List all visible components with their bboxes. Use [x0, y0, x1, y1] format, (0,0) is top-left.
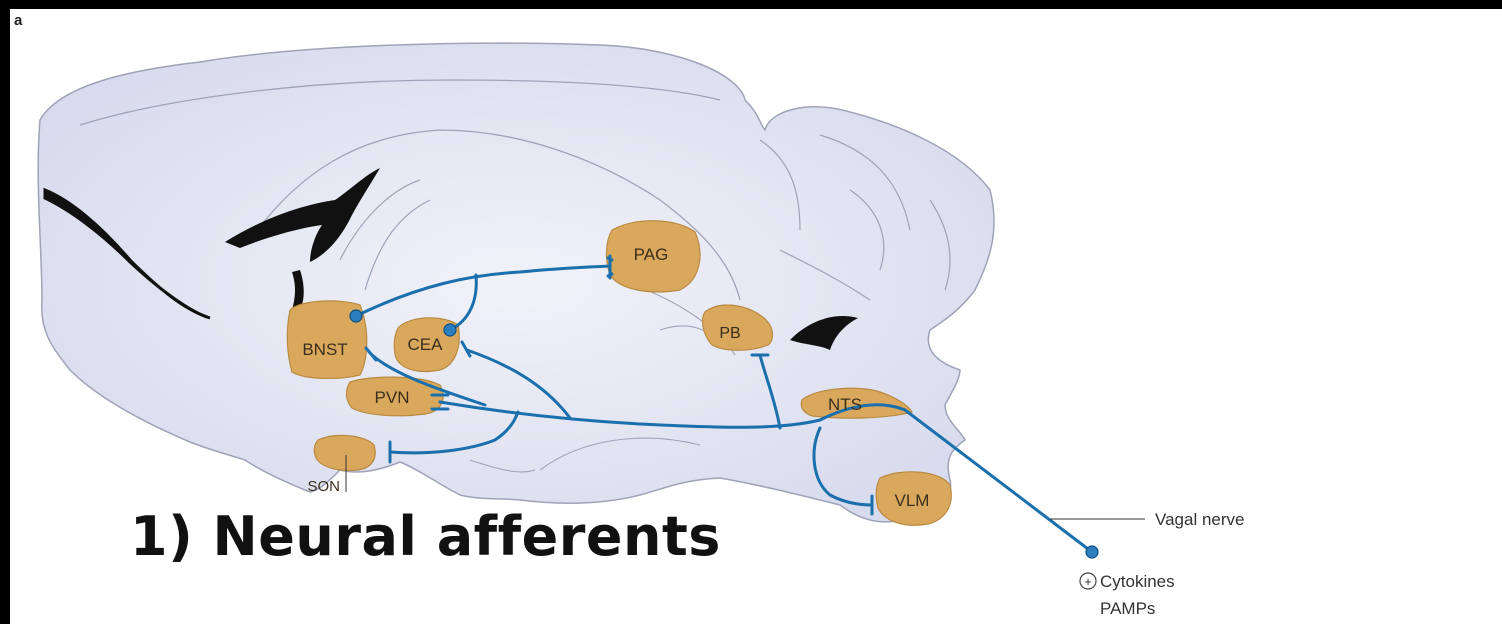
- section-heading: 1) Neural afferents: [130, 505, 721, 568]
- label-vagal-nerve: Vagal nerve: [1155, 510, 1244, 529]
- label-pvn: PVN: [375, 388, 410, 407]
- label-pb: PB: [719, 325, 740, 342]
- label-vlm: VLM: [895, 491, 930, 510]
- label-bnst: BNST: [302, 340, 347, 359]
- brain-outline: [38, 43, 994, 522]
- label-cytokines: Cytokines: [1100, 572, 1175, 591]
- label-nts: NTS: [828, 395, 862, 414]
- label-cea: CEA: [408, 335, 444, 354]
- plus-symbol: +: [1084, 574, 1092, 589]
- son-nucleus: [314, 435, 375, 470]
- label-son: SON: [307, 478, 340, 495]
- label-pag: PAG: [634, 245, 669, 264]
- label-pamps: PAMPs: [1100, 599, 1155, 618]
